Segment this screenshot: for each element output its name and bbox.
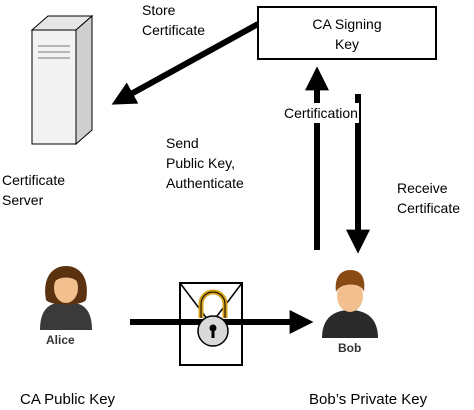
certificate-server-line2: Server bbox=[2, 192, 44, 208]
ca-signing-key-line1: CA Signing bbox=[312, 16, 382, 32]
certificate-server-icon bbox=[30, 14, 94, 146]
alice-label: Alice bbox=[46, 333, 75, 347]
ca-signing-key-box: CA Signing Key bbox=[257, 6, 437, 60]
send-line1: Send bbox=[166, 135, 199, 151]
certificate-server-label: Certificate Server bbox=[2, 170, 65, 210]
send-line3: Authenticate bbox=[166, 175, 244, 191]
ca-public-key-label: CA Public Key bbox=[20, 391, 116, 408]
store-certificate-arrow bbox=[111, 21, 260, 105]
send-line2: Public Key, bbox=[166, 155, 235, 171]
receive-certificate-label: Receive Certificate bbox=[397, 178, 461, 218]
store-certificate-line1: Store bbox=[142, 2, 176, 18]
padlock-icon bbox=[197, 289, 229, 347]
receive-line2: Certificate bbox=[397, 200, 461, 216]
bobs-private-key-label: Bob’s Private Key bbox=[309, 391, 428, 408]
store-certificate-line2: Certificate bbox=[142, 22, 206, 38]
ca-signing-key-line2: Key bbox=[334, 36, 360, 52]
bob-avatar bbox=[322, 270, 378, 338]
alice-avatar bbox=[40, 266, 92, 330]
bob-label: Bob bbox=[338, 341, 362, 355]
store-certificate-label: Store Certificate bbox=[142, 0, 205, 40]
send-public-key-label: Send Public Key, Authenticate bbox=[166, 133, 244, 193]
certification-label: Certification bbox=[283, 103, 359, 123]
receive-line1: Receive bbox=[397, 180, 448, 196]
certificate-server-line1: Certificate bbox=[2, 172, 66, 188]
